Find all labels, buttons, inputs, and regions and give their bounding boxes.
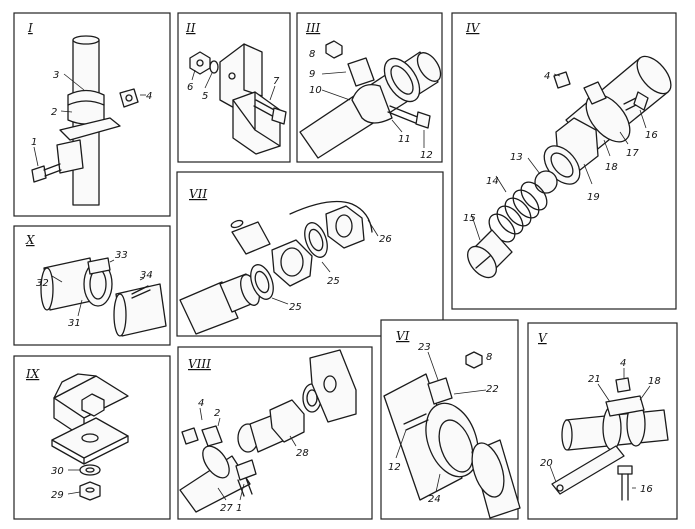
- panel-title: V: [538, 331, 548, 345]
- part-label: 13: [510, 152, 523, 163]
- panel-IV: IV: [451, 12, 677, 310]
- part-label: 9: [309, 69, 315, 80]
- panel-IX: IX 30 29: [13, 355, 171, 520]
- panel-title: VI: [396, 329, 410, 343]
- part-label: 17: [626, 148, 639, 159]
- panel-III: III 8 9 10 11 12: [296, 12, 443, 163]
- part-label: 2: [214, 408, 220, 419]
- part-label: 18: [648, 376, 661, 387]
- part-label: 20: [540, 458, 553, 469]
- panel-title: I: [27, 21, 33, 35]
- part-label: 31: [68, 318, 81, 329]
- part-label: 3: [53, 70, 59, 81]
- part-label: 24: [428, 494, 441, 505]
- panel-title: VII: [189, 187, 207, 201]
- part-label: 1: [31, 137, 37, 148]
- panel-title: VIII: [188, 357, 211, 371]
- part-label: 26: [379, 234, 392, 245]
- part-label: 12: [388, 462, 401, 473]
- panel-title: IV: [465, 21, 481, 35]
- part-label: 16: [645, 130, 658, 141]
- part-label: 12: [420, 150, 433, 161]
- part-label: 15: [463, 213, 476, 224]
- part-label: 29: [51, 490, 64, 501]
- part-label: 28: [296, 448, 309, 459]
- part-label: 25: [327, 276, 340, 287]
- panel-title: X: [25, 233, 35, 247]
- panel-II: II 6 5 7: [177, 12, 291, 163]
- part-label: 4: [198, 398, 204, 409]
- panel-V: V 21 18 4 20 16: [527, 322, 678, 520]
- part-label: 30: [51, 466, 64, 477]
- panel-VIII: VIII 4 2 1 27 28: [177, 346, 373, 520]
- part-label: 11: [398, 134, 411, 145]
- part-label: 25: [289, 302, 302, 313]
- panel-title: IX: [25, 367, 40, 381]
- part-label: 4: [544, 71, 550, 82]
- part-label: 27: [220, 503, 233, 514]
- panel-VI: VI 23 8 22 12 24: [380, 319, 521, 520]
- part-label: 8: [309, 49, 315, 60]
- part-label: 16: [640, 484, 653, 495]
- part-label: 5: [202, 91, 208, 102]
- panel-X: X 32 31 33 34: [13, 225, 171, 346]
- part-label: 6: [187, 82, 193, 93]
- part-label: 23: [418, 342, 431, 353]
- part-label: 21: [588, 374, 601, 385]
- panel-VII: VII 25 25 26: [176, 171, 444, 337]
- part-label: 33: [115, 250, 128, 261]
- panel-title: III: [305, 21, 320, 35]
- part-label: 22: [486, 384, 499, 395]
- part-label: 4: [146, 91, 152, 102]
- part-label: 19: [587, 192, 600, 203]
- part-label: 34: [140, 270, 153, 281]
- panel-I: I 3 2 1 4: [13, 12, 171, 217]
- panel-title: II: [185, 21, 196, 35]
- part-label: 2: [51, 107, 57, 118]
- part-label: 14: [486, 176, 499, 187]
- part-label: 1: [236, 503, 242, 514]
- part-label: 8: [486, 352, 492, 363]
- part-label: 4: [620, 358, 626, 369]
- part-label: 32: [36, 278, 49, 289]
- part-label: 7: [273, 76, 280, 87]
- part-label: 10: [309, 85, 322, 96]
- part-label: 18: [605, 162, 618, 173]
